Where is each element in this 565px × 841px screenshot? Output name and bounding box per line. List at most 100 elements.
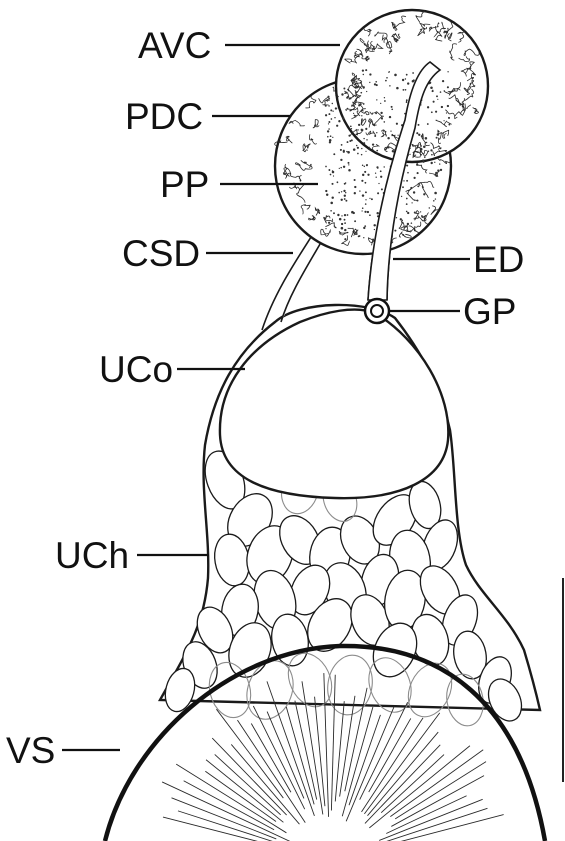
stipple-dot	[337, 214, 339, 216]
stipple-dot	[361, 154, 363, 156]
sucker-fiber	[163, 817, 272, 841]
stipple-dot	[351, 128, 352, 129]
stipple-dot	[401, 196, 402, 197]
stipple-dot	[341, 223, 343, 225]
stipple-dot	[442, 80, 444, 82]
stipple-dot	[425, 137, 428, 140]
stipple-dot	[345, 192, 346, 193]
stipple-dot	[364, 166, 365, 167]
stipple-dot	[447, 105, 449, 107]
stipple-dot	[357, 147, 359, 149]
stipple-dot	[376, 99, 377, 100]
stipple-dot	[374, 83, 376, 85]
stipple-dot	[427, 106, 429, 108]
stipple-dot	[376, 166, 378, 168]
stipple-dot	[365, 203, 367, 205]
stipple-dot	[377, 192, 379, 194]
stipple-dot	[413, 79, 415, 81]
stipple-dot	[436, 95, 438, 97]
stipple-dot	[354, 186, 356, 188]
stipple-dot	[353, 212, 355, 214]
stipple-dot	[380, 170, 382, 172]
stipple-dot	[369, 198, 370, 199]
stipple-dot	[328, 121, 330, 123]
stipple-dot	[347, 141, 349, 143]
stipple-dot	[336, 125, 338, 127]
stipple-dot	[430, 86, 433, 89]
stipple-dot	[394, 74, 397, 77]
sucker-fiber	[362, 718, 424, 812]
stipple-dot	[375, 81, 377, 83]
stipple-dot	[329, 139, 332, 142]
stipple-dot	[447, 71, 448, 72]
stipple-dot	[328, 123, 329, 124]
stipple-dot	[351, 105, 353, 107]
stipple-dot	[331, 196, 333, 198]
stipple-dot	[428, 151, 429, 152]
stipple-dot	[380, 176, 382, 178]
sucker-fiber	[379, 799, 482, 840]
stipple-dot	[396, 87, 399, 90]
stipple-dot	[364, 211, 366, 213]
stipple-dot	[360, 92, 362, 94]
sucker-fiber	[216, 709, 283, 798]
stipple-dot	[405, 89, 407, 91]
stipple-dot	[396, 123, 398, 125]
sucker-fiber	[267, 712, 304, 799]
stipple-dot	[410, 187, 412, 189]
stipple-dot	[341, 144, 343, 146]
stipple-dot	[423, 146, 426, 149]
sucker-fiber	[237, 720, 305, 823]
stipple-dot	[330, 210, 332, 212]
stipple-dot	[363, 86, 365, 88]
stipple-dot	[421, 215, 423, 217]
stipple-dot	[394, 230, 396, 232]
stipple-dot	[389, 116, 391, 118]
stipple-dot	[435, 111, 437, 113]
stipple-dot	[367, 211, 369, 213]
stipple-dot	[361, 129, 363, 131]
stipple-dot	[345, 200, 347, 202]
stipple-dot	[362, 207, 364, 209]
sucker-fiber	[346, 706, 394, 821]
stipple-dot	[361, 148, 362, 149]
stipple-dot	[420, 211, 421, 212]
stipple-dot	[330, 174, 332, 176]
stipple-dot	[339, 218, 342, 221]
stipple-dot	[413, 177, 415, 179]
stipple-dot	[347, 108, 349, 110]
stipple-dot	[344, 195, 346, 197]
stipple-dot	[384, 166, 385, 167]
stipple-dot	[344, 222, 346, 224]
stipple-dot	[391, 106, 393, 108]
stipple-dot	[431, 154, 433, 156]
stipple-dot	[443, 120, 444, 121]
stipple-dot	[402, 89, 404, 91]
label-vs: VS	[6, 730, 55, 771]
stipple-dot	[437, 133, 440, 136]
stipple-dot	[365, 69, 367, 71]
stipple-dot	[420, 148, 423, 151]
sucker-fiber	[360, 702, 408, 799]
stipple-dot	[363, 142, 365, 144]
stipple-dot	[427, 123, 429, 125]
stipple-dot	[341, 199, 343, 201]
stipple-dot	[411, 222, 413, 224]
stipple-dot	[435, 172, 437, 174]
sucker-fiber	[342, 707, 373, 816]
stipple-dot	[433, 200, 435, 202]
stipple-dot	[344, 198, 346, 200]
stipple-dot	[406, 180, 408, 182]
stipple-dot	[364, 171, 366, 173]
stipple-dot	[366, 91, 367, 92]
stipple-dot	[447, 86, 449, 88]
stipple-dot	[348, 162, 350, 164]
stipple-dot	[376, 150, 378, 152]
stipple-dot	[341, 191, 342, 192]
stipple-dot	[385, 131, 387, 133]
stipple-dot	[349, 140, 351, 142]
stipple-dot	[423, 193, 425, 195]
stipple-dot	[358, 124, 360, 126]
stipple-dot	[384, 100, 386, 102]
